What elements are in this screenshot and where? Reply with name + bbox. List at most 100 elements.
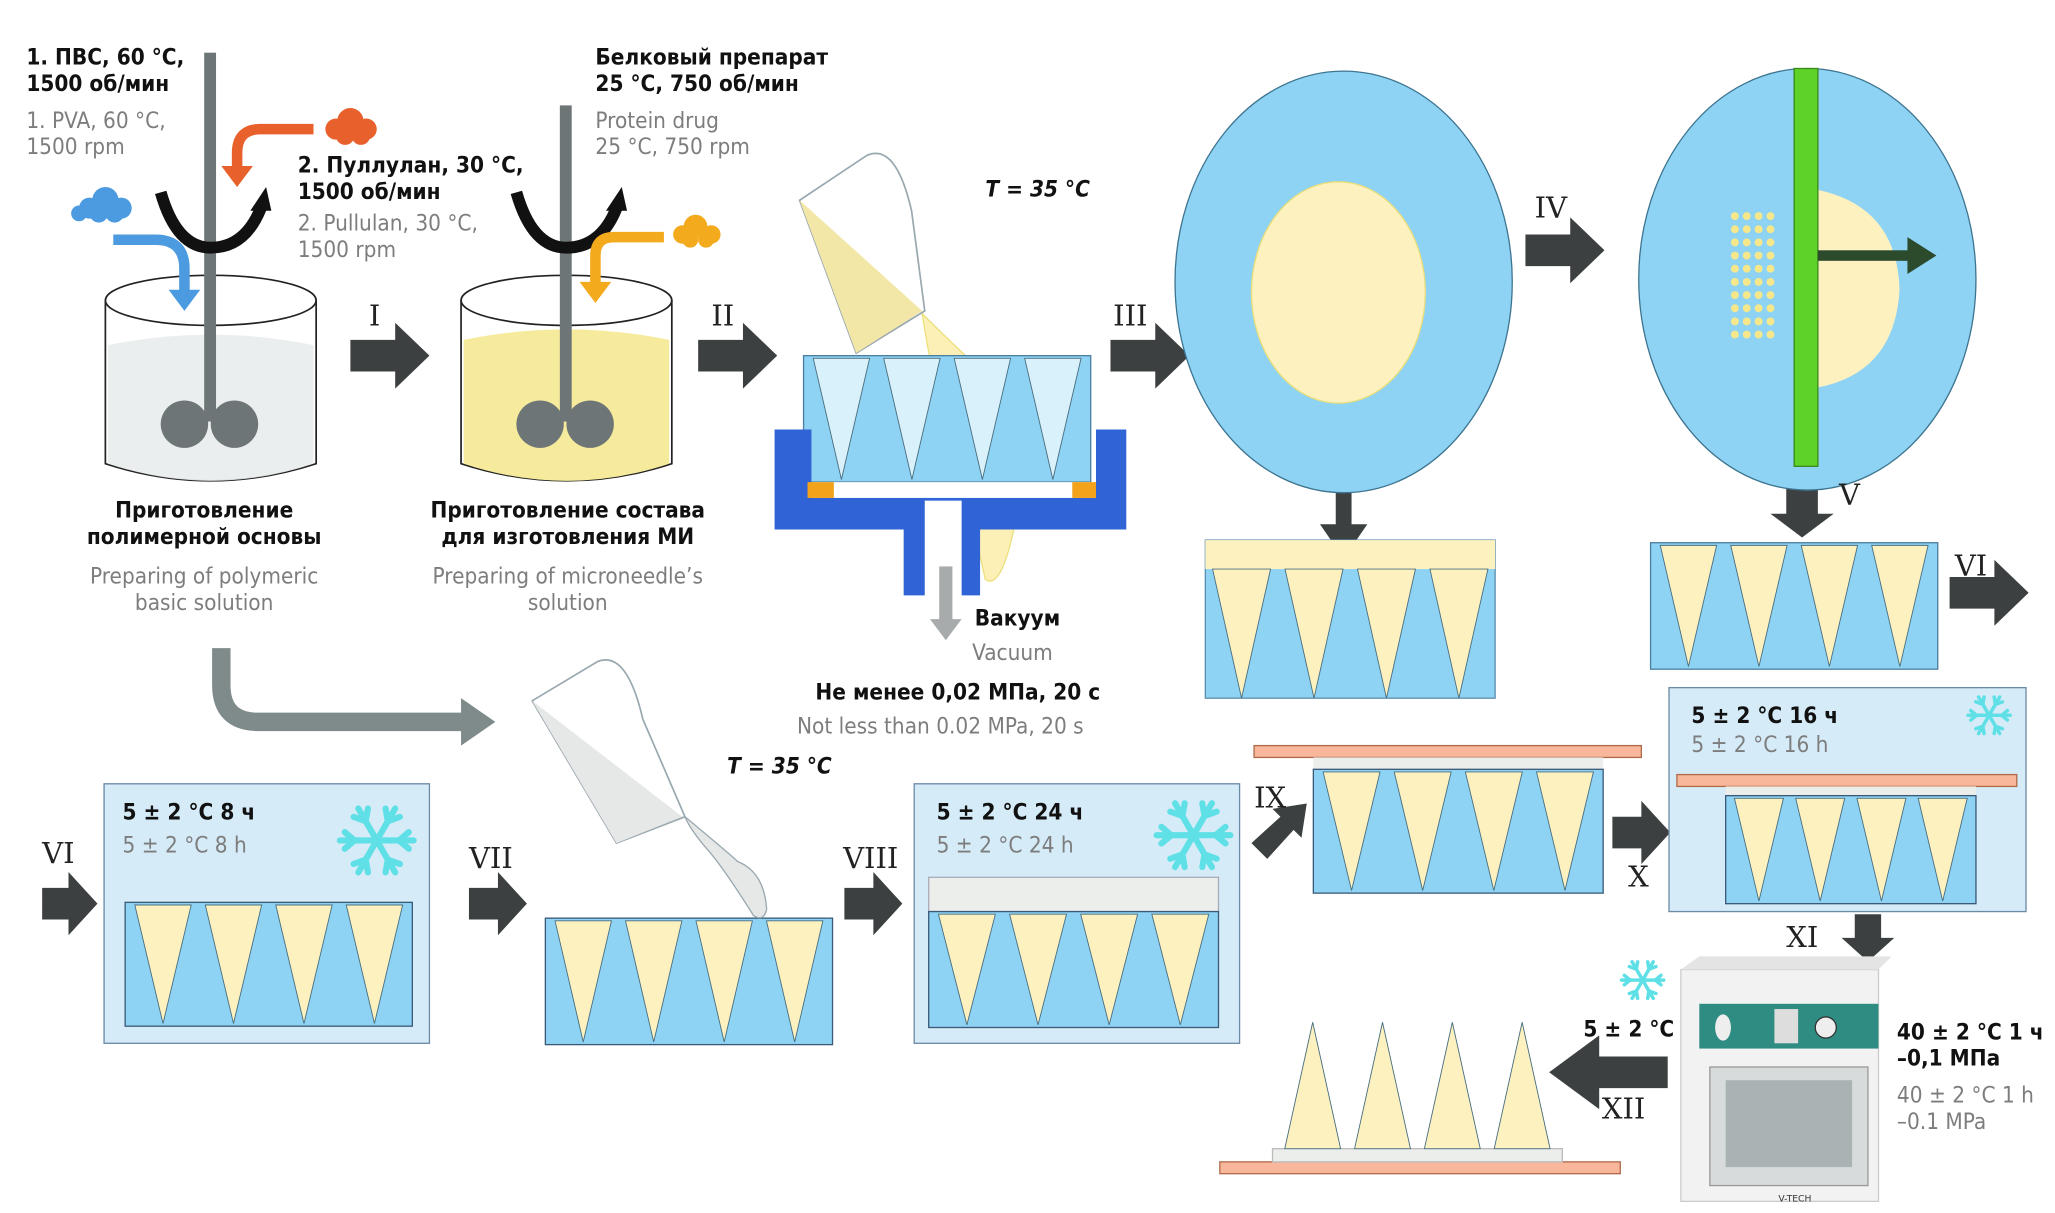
microneedle-dot [1766,291,1775,300]
microneedle-dot [1766,330,1775,339]
pva-arrow [113,234,190,293]
microneedle-dot [1742,291,1751,300]
microneedle-cavity [1871,544,1929,667]
cold-16h-en: 5 ± 2 °C 16 h [1691,732,1829,759]
microneedle-dot [1754,238,1763,247]
vacuum-condition-ru: Не менее 0,02 МПа, 20 с [815,679,1101,707]
microneedle-dot [1730,238,1739,247]
microneedle-cavity [1659,544,1718,667]
microneedle-dot [1730,264,1739,273]
microneedle-dot [1730,225,1739,234]
pva-label-ru: 1. ПВС, 60 °С,1500 об/мин [26,44,185,98]
microneedle-cavity [1008,913,1068,1025]
cold-8h-en: 5 ± 2 °C 8 h [122,832,247,859]
patch-filled [1204,539,1496,699]
flow-arrow-grey [212,648,468,732]
microneedle-dot [1754,277,1763,286]
microneedle-cavity [1322,771,1381,891]
final-microneedles [1219,1022,1621,1175]
microneedle-dot [1742,317,1751,326]
microneedle-cavity [1024,357,1082,480]
microneedle-dot [1766,225,1775,234]
microneedle-dot [1754,225,1763,234]
microneedle-dot [1742,212,1751,220]
microneedle-cavity [1429,568,1489,699]
patch-backing [1253,744,1643,894]
microneedle-cavity [765,920,824,1043]
microneedle-dot [1766,238,1775,247]
microneedle-dot [1742,330,1751,339]
microneedle-cavity [1356,568,1417,699]
pva-powder-icon [71,187,132,223]
pour-temperature-top: T = 35 °C [985,176,1090,203]
microneedle-dot [1742,251,1751,260]
step-label-IV: IV [1534,192,1568,226]
step-label-XII: XII [1601,1093,1646,1127]
microneedle-cavity [204,904,263,1024]
beaker-polymer [104,52,318,482]
microneedle-dot [1754,251,1763,260]
snowflake-icon [1619,960,1666,1001]
final-temperature: 5 ± 2 °С [1583,1016,1675,1044]
microneedle-dot [1730,277,1739,286]
microneedle-dot [1754,330,1763,339]
microneedle-dot [1766,277,1775,286]
microneedle-cavity [953,357,1012,480]
microneedle-cavity [1080,913,1139,1025]
microneedle-dot [1730,317,1739,326]
microneedle-dot [1730,291,1739,300]
microneedle-cavity [883,357,941,480]
step-label-X: X [1628,861,1649,895]
step-arrows [42,217,2029,1110]
step-label-II: II [711,300,735,334]
snowflake-icon [1966,695,2012,736]
microneedle-dot [1754,291,1763,300]
pva-label-en: 1. PVA, 60 °C,1500 rpm [26,108,166,162]
oven-brand: V-TECH [1778,1193,1811,1204]
protein-powder-icon [673,214,721,248]
pullulan-label-ru: 2. Пуллулан, 30 °С,1500 об/мин [297,152,524,207]
snowflake-icon [1153,800,1234,871]
microneedle-cavity [1284,1022,1342,1150]
microneedle-cavity [1354,1022,1412,1150]
step-label-IX: IX [1254,782,1287,816]
microneedle-cavity [275,904,333,1024]
microneedle-dot [1754,264,1763,273]
microneedle-cavity [1800,544,1859,667]
microneedle-dot [1754,212,1763,220]
microneedle-cavity [1393,771,1452,891]
pour-temperature-bottom: T = 35 °C [727,753,832,780]
step-label-VII: VII [468,843,513,877]
microneedle-dot [1766,317,1775,326]
microneedle-dot [1766,264,1775,273]
vacuum-mold [774,355,1127,641]
vacuum-label-en: Vacuum [972,640,1053,667]
cold-24h-ru: 5 ± 2 °С 24 ч [936,799,1084,826]
oven-conditions-ru: 40 ± 2 °С 1 ч–0,1 МПа [1896,1019,2044,1073]
microneedle-cavity [1284,568,1344,699]
pullulan-label-en: 2. Pullulan, 30 °C,1500 rpm [297,210,478,264]
microneedle-dot [1730,212,1739,220]
microneedle-cavity [812,357,871,480]
step-label-XI: XI [1786,922,1819,956]
snowflake-icon [336,805,417,876]
microneedle-cavity [1211,568,1272,699]
mold-second-pour [544,917,834,1046]
microneedle-dot [1730,251,1739,260]
cold-8h-ru: 5 ± 2 °С 8 ч [122,799,256,826]
cold-box-16h [1668,686,2027,913]
cold-16h-ru: 5 ± 2 °С 16 ч [1691,703,1839,730]
step-label-I: I [368,300,381,334]
microneedle-cavity [134,904,192,1024]
microneedle-dot [1742,225,1751,234]
microneedle-cavity [1423,1022,1481,1150]
microneedle-cavity [554,920,613,1043]
microneedle-cavity [1730,544,1788,667]
step-label-III: III [1113,300,1148,334]
